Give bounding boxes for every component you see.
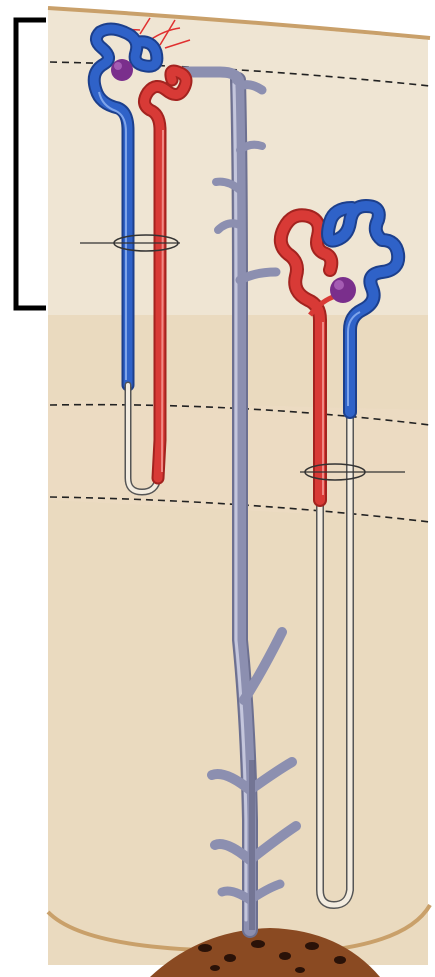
- glomerulus-lower: [330, 277, 356, 303]
- bracket-marker: [16, 20, 46, 308]
- glomerulus-upper: [111, 59, 133, 81]
